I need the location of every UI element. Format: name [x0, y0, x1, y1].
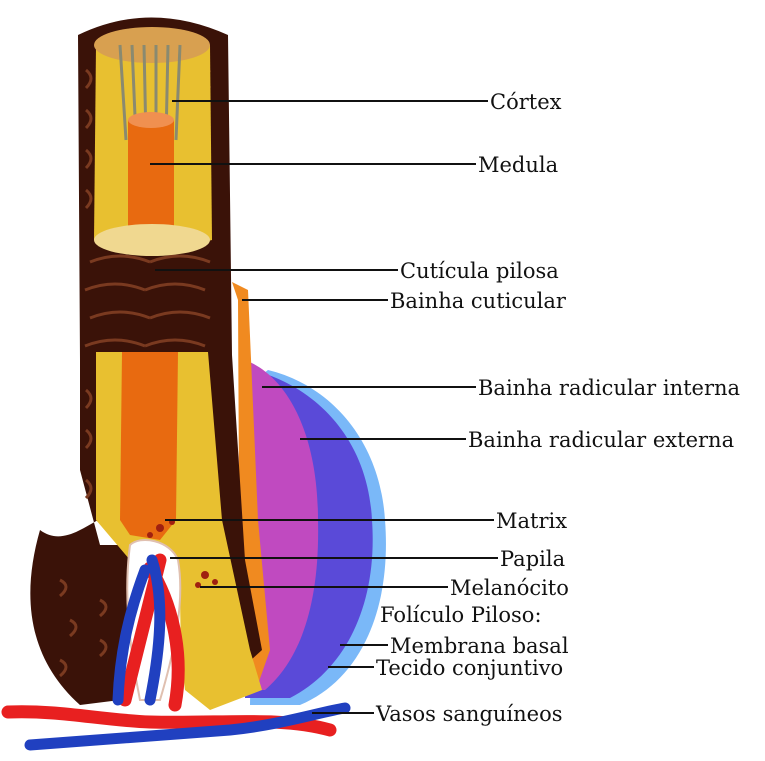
label-melanocito: Melanócito: [450, 576, 569, 600]
label-bainha-radicular-interna: Bainha radicular interna: [478, 376, 740, 400]
shaft-top-cut: [94, 27, 210, 63]
shaft-bottom-cut: [94, 224, 210, 256]
label-vasos-sanguineos: Vasos sanguíneos: [375, 702, 563, 726]
label-cortex: Córtex: [490, 90, 562, 114]
labels: Córtex Medula Cutícula pilosa Bainha cut…: [375, 90, 740, 726]
label-cuticula-pilosa: Cutícula pilosa: [400, 259, 559, 283]
medulla-lower: [120, 352, 178, 540]
label-foliculo-piloso: Folículo Piloso:: [380, 603, 542, 627]
label-matrix: Matrix: [496, 509, 567, 533]
label-papila: Papila: [500, 547, 565, 571]
label-bainha-cuticular: Bainha cuticular: [390, 289, 567, 313]
label-tecido-conjuntivo: Tecido conjuntivo: [376, 656, 563, 680]
medulla-top: [128, 112, 174, 128]
label-membrana-basal: Membrana basal: [390, 634, 569, 658]
hair-follicle-illustration: [8, 18, 386, 746]
label-medula: Medula: [478, 153, 558, 177]
label-bainha-radicular-externa: Bainha radicular externa: [468, 428, 734, 452]
medulla-upper: [128, 120, 174, 240]
